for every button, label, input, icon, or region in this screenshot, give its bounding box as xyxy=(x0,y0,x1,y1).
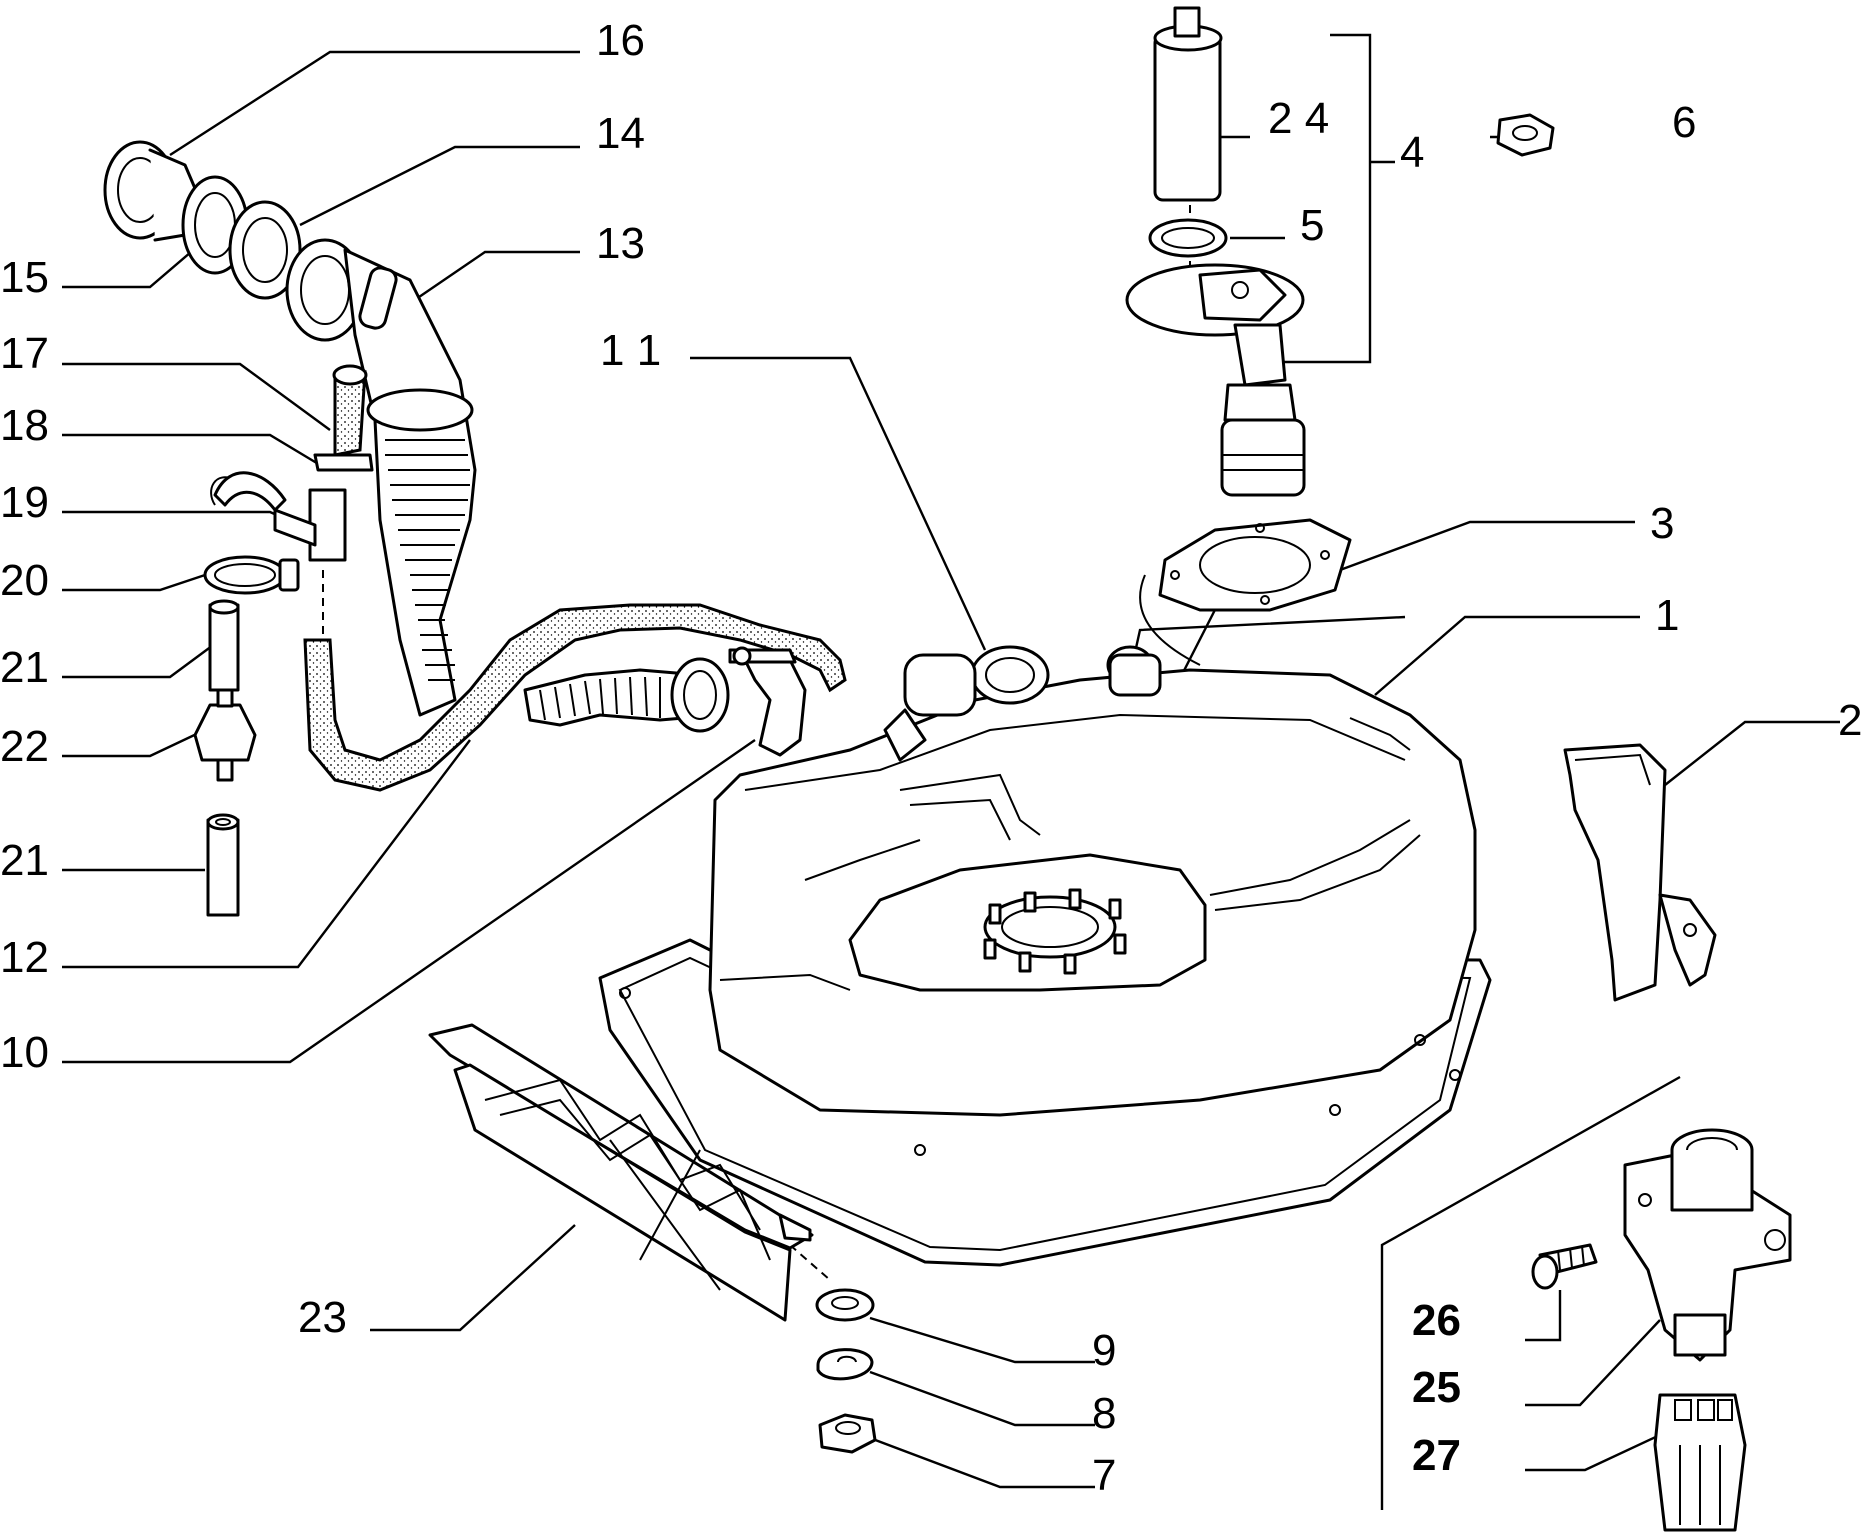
callout-27: 27 xyxy=(1412,1431,1461,1480)
callout-6: 6 xyxy=(1672,98,1696,147)
nut-6 xyxy=(1496,113,1555,157)
leader-11 xyxy=(690,356,987,651)
callout-25: 25 xyxy=(1412,1363,1461,1412)
pump-sender-4 xyxy=(1125,263,1306,497)
bracket-2 xyxy=(1563,743,1717,1002)
leader-17 xyxy=(62,362,331,431)
pipe-21-upper xyxy=(208,599,240,692)
nut-7 xyxy=(818,1413,877,1454)
callout-5: 5 xyxy=(1300,201,1324,250)
leader-12 xyxy=(62,739,471,969)
ring-14 xyxy=(228,200,302,300)
callout-16: 16 xyxy=(596,16,645,65)
spring-washer-8 xyxy=(816,1348,874,1381)
leader-21a xyxy=(62,639,221,679)
callout-19: 19 xyxy=(0,478,49,527)
tank-flange-inner xyxy=(618,956,1472,1252)
leader-25 xyxy=(1525,1319,1661,1407)
callout-26: 26 xyxy=(1412,1296,1461,1345)
callout-10: 10 xyxy=(0,1028,49,1077)
o-ring-5 xyxy=(1148,218,1228,258)
callout-20: 20 xyxy=(0,556,49,605)
hose-17 xyxy=(332,364,368,457)
tank-filler-stub-body xyxy=(903,653,977,717)
leader-20 xyxy=(62,568,221,592)
pipe-21-lower xyxy=(206,813,240,917)
filter-sock-24 xyxy=(1153,6,1223,202)
washer-9 xyxy=(815,1288,875,1322)
leader-27 xyxy=(1525,1433,1661,1472)
leader-16 xyxy=(169,50,580,157)
callout-8: 8 xyxy=(1092,1389,1116,1438)
filter-22 xyxy=(193,688,257,782)
screw-26 xyxy=(1531,1243,1598,1290)
tank-cradle xyxy=(428,1023,814,1322)
filler-neck-13 xyxy=(285,238,477,717)
axis-washers xyxy=(789,1244,831,1281)
filler-cap-16 xyxy=(103,140,202,242)
bracket-sensor-group xyxy=(1380,1075,1681,1510)
callout-7: 7 xyxy=(1092,1451,1116,1500)
vent-hose-12 xyxy=(303,603,847,792)
callout-labels: 16 14 13 15 17 18 19 20 21 22 21 12 10 1… xyxy=(0,16,1862,1500)
fuel-tank xyxy=(598,645,1492,1267)
callout-17: 17 xyxy=(0,329,49,378)
leader-15 xyxy=(62,239,206,289)
leader-7 xyxy=(869,1436,1095,1489)
corrugated-hose-10 xyxy=(523,646,807,757)
leader-9 xyxy=(869,1316,1095,1364)
gasket-arc xyxy=(1139,574,1201,666)
tank-filler-stub xyxy=(970,645,1050,705)
callout-13: 13 xyxy=(596,219,645,268)
inertia-switch-25 xyxy=(1623,1128,1792,1362)
leader-2 xyxy=(1664,720,1840,786)
hose-clamp-10 xyxy=(743,658,807,757)
leader-3 xyxy=(1339,520,1635,572)
callout-12: 12 xyxy=(0,933,49,982)
callout-22: 22 xyxy=(0,722,49,771)
leader-26 xyxy=(1525,1290,1562,1342)
tank-studs xyxy=(983,888,1127,975)
callout-18: 18 xyxy=(0,401,49,450)
leader-13 xyxy=(399,250,580,311)
callout-1: 1 xyxy=(1655,591,1679,640)
callout-4: 4 xyxy=(1400,128,1424,177)
leader-19 xyxy=(62,510,311,532)
leader-23 xyxy=(370,1224,576,1332)
callout-21-lower: 21 xyxy=(0,836,49,885)
callout-2: 2 xyxy=(1838,696,1862,745)
gasket-3 xyxy=(1158,518,1352,612)
connector-27 xyxy=(1653,1393,1747,1532)
callout-15: 15 xyxy=(0,253,49,302)
callout-24: 2 4 xyxy=(1268,94,1329,143)
callout-14: 14 xyxy=(596,109,645,158)
clamp-18 xyxy=(313,453,374,472)
hose-clamp-20 xyxy=(203,555,300,595)
callout-3: 3 xyxy=(1650,499,1674,548)
valve-19 xyxy=(210,471,347,562)
leader-18 xyxy=(62,433,321,467)
callout-21-upper: 21 xyxy=(0,643,49,692)
callout-23: 23 xyxy=(298,1293,347,1342)
callout-9: 9 xyxy=(1092,1326,1116,1375)
leader-22 xyxy=(62,728,206,758)
callout-11: 1 1 xyxy=(600,326,661,375)
leader-1 xyxy=(1374,615,1640,696)
leader-10 xyxy=(62,739,756,1064)
leader-14 xyxy=(299,145,580,227)
leader-8 xyxy=(869,1370,1095,1427)
tank-flange-holes xyxy=(619,987,1461,1156)
bracket-4 xyxy=(1240,33,1372,364)
